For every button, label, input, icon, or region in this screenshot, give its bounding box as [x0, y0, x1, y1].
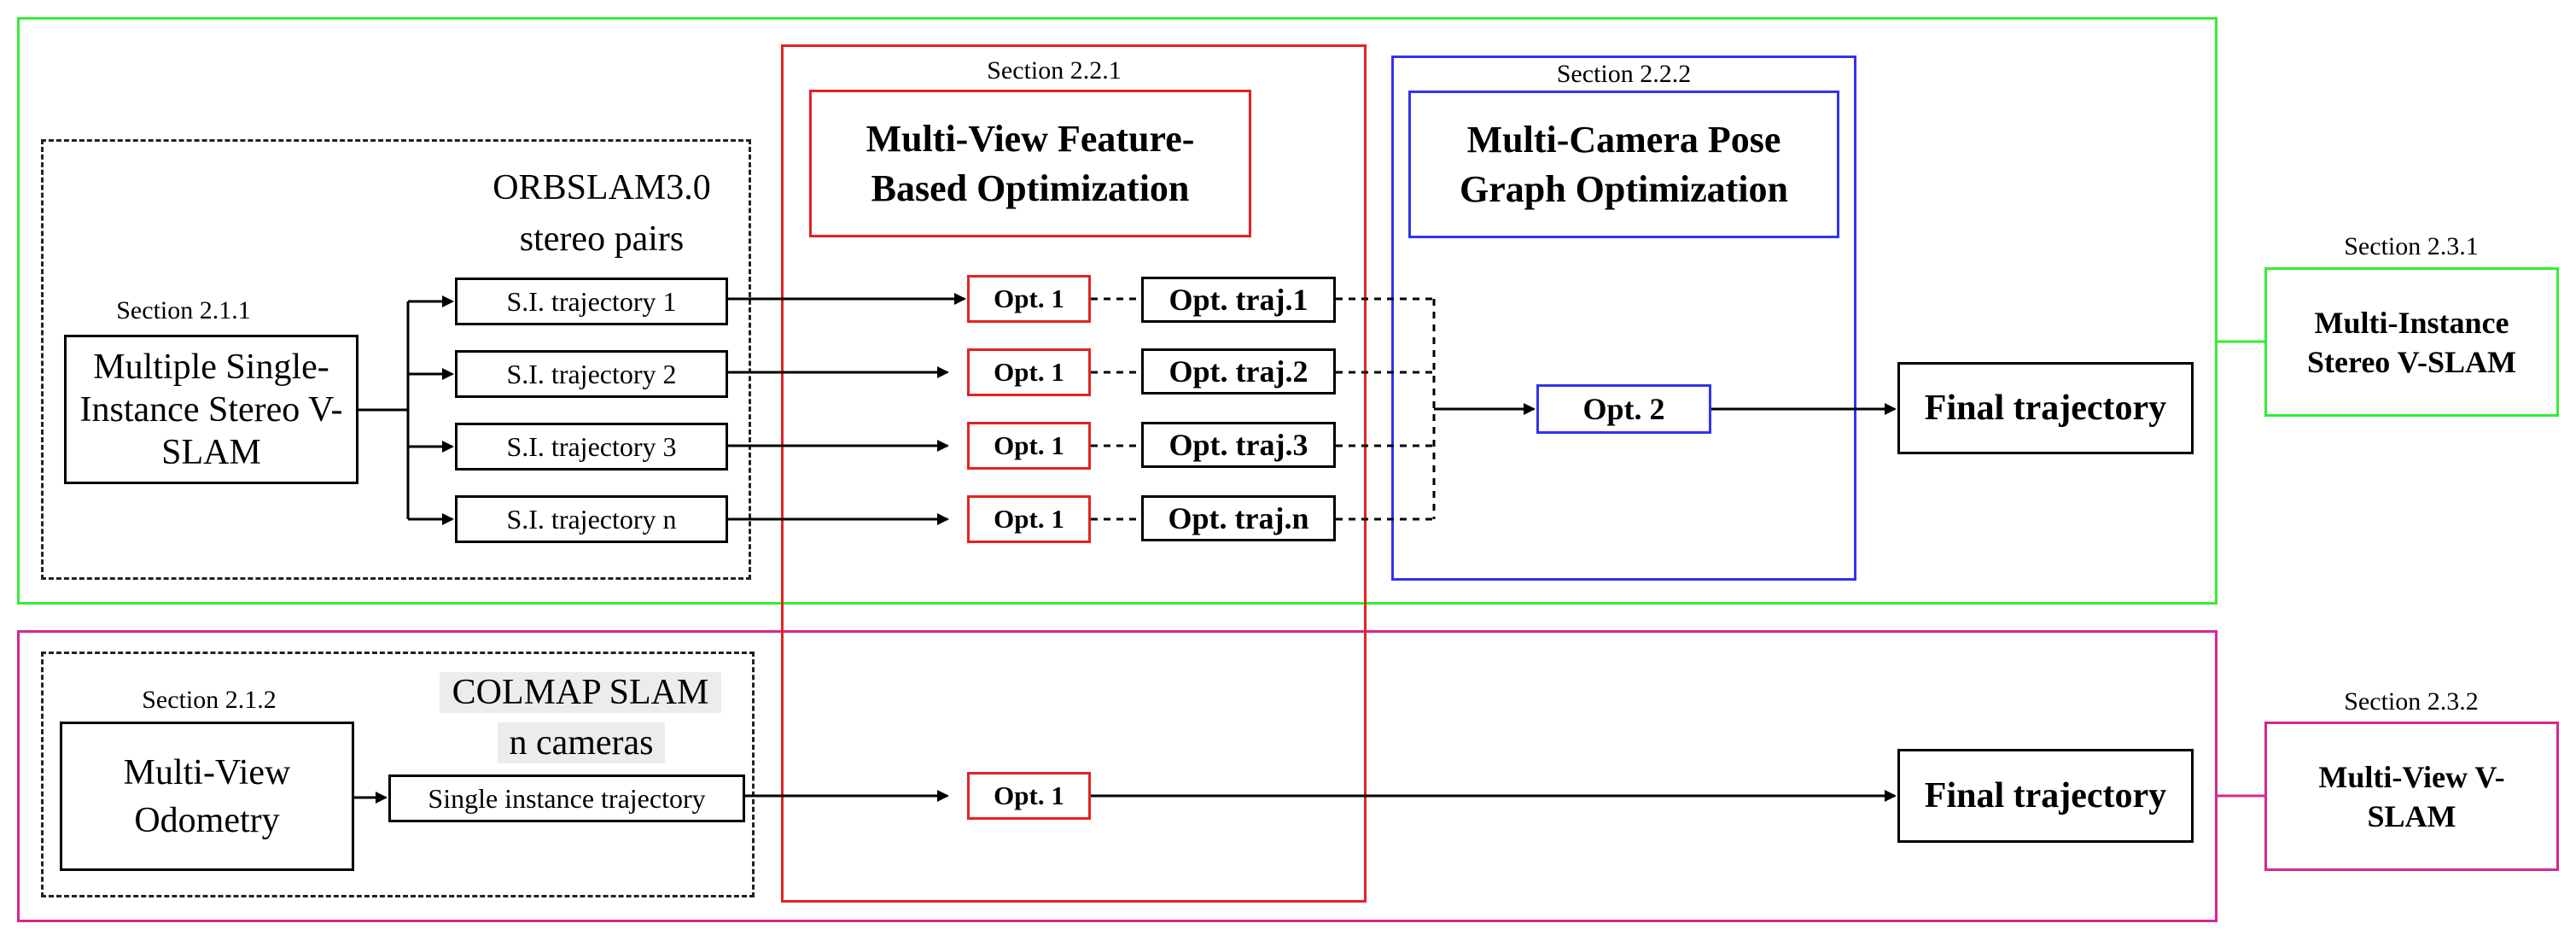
- opt-traj-1: Opt. traj.1: [1141, 277, 1336, 323]
- final-trajectory-bottom: Final trajectory: [1897, 749, 2194, 843]
- multi-view-vslam-label: Multi-View V-SLAM: [2318, 759, 2505, 833]
- final-trajectory-top: Final trajectory: [1897, 362, 2194, 454]
- opt1-label-2: Opt. 1: [994, 357, 1064, 387]
- opt-traj-n-label: Opt. traj.n: [1168, 501, 1309, 535]
- opt1-box-n: Opt. 1: [967, 495, 1091, 543]
- final-trajectory-bottom-label: Final trajectory: [1924, 776, 2167, 815]
- si-trajectory-n: S.I. trajectory n: [455, 495, 728, 543]
- opt1-box-3: Opt. 1: [967, 422, 1091, 470]
- section-232-label: Section 2.3.2: [2344, 687, 2479, 716]
- orbslam-subtitle: stereo pairs: [519, 219, 685, 259]
- multi-view-odometry-box: Multi-View Odometry: [60, 722, 354, 871]
- opt1-label-bottom: Opt. 1: [994, 780, 1064, 810]
- feature-optimization-frame: [781, 44, 1367, 903]
- multi-view-odometry-label: Multi-View Odometry: [123, 752, 291, 840]
- si-trajectory-3: S.I. trajectory 3: [455, 423, 728, 470]
- single-instance-stereo-label: Multiple Single-Instance Stereo V-SLAM: [79, 347, 343, 472]
- opt1-label-n: Opt. 1: [994, 504, 1064, 534]
- final-trajectory-top-label: Final trajectory: [1924, 389, 2167, 428]
- single-instance-stereo-box: Multiple Single-Instance Stereo V-SLAM: [64, 335, 358, 484]
- multi-view-frame: [17, 630, 2218, 922]
- opt2-label: Opt. 2: [1582, 392, 1665, 426]
- opt1-label-3: Opt. 1: [994, 430, 1064, 460]
- opt-traj-2-label: Opt. traj.2: [1169, 354, 1308, 389]
- opt1-box-2: Opt. 1: [967, 348, 1091, 396]
- opt1-box-1: Opt. 1: [967, 275, 1091, 323]
- opt-traj-2: Opt. traj.2: [1141, 348, 1336, 395]
- opt-traj-1-label: Opt. traj.1: [1169, 283, 1308, 317]
- colmap-group: [41, 652, 755, 897]
- section-211-label: Section 2.1.1: [116, 296, 251, 324]
- si-trajectory-2-label: S.I. trajectory 2: [506, 358, 677, 389]
- opt1-label-1: Opt. 1: [994, 283, 1064, 313]
- multi-instance-stereo-frame: [17, 17, 2218, 605]
- opt-traj-3: Opt. traj.3: [1141, 422, 1336, 468]
- section-221-label: Section 2.2.1: [987, 56, 1122, 85]
- feature-optimization-title: Multi-View Feature-Based Optimization: [865, 117, 1195, 209]
- colmap-title: COLMAP SLAM: [440, 672, 721, 713]
- section-222-label: Section 2.2.2: [1556, 60, 1692, 88]
- multi-instance-stereo-vslam-box: Multi-Instance Stereo V-SLAM: [2264, 267, 2559, 417]
- single-instance-trajectory-label: Single instance trajectory: [428, 782, 706, 814]
- pose-graph-title: Multi-Camera Pose Graph Optimization: [1459, 118, 1789, 210]
- orbslam-group: [41, 139, 751, 580]
- orbslam-title: ORBSLAM3.0: [492, 168, 711, 207]
- si-trajectory-n-label: S.I. trajectory n: [506, 503, 677, 535]
- si-trajectory-1-label: S.I. trajectory 1: [506, 285, 677, 317]
- section-212-label: Section 2.1.2: [142, 686, 277, 714]
- section-231-label: Section 2.3.1: [2344, 232, 2479, 260]
- opt-traj-3-label: Opt. traj.3: [1169, 428, 1308, 462]
- si-trajectory-3-label: S.I. trajectory 3: [506, 430, 677, 462]
- multi-view-vslam-box: Multi-View V-SLAM: [2264, 722, 2559, 871]
- si-trajectory-2: S.I. trajectory 2: [455, 350, 728, 398]
- opt-traj-n: Opt. traj.n: [1141, 495, 1336, 541]
- opt1-box-bottom: Opt. 1: [967, 772, 1091, 820]
- colmap-subtitle: n cameras: [498, 722, 665, 763]
- feature-optimization-title-box: Multi-View Feature-Based Optimization: [809, 90, 1251, 237]
- multi-instance-stereo-vslam-label: Multi-Instance Stereo V-SLAM: [2307, 305, 2516, 379]
- si-trajectory-1: S.I. trajectory 1: [455, 278, 728, 325]
- single-instance-trajectory-box: Single instance trajectory: [388, 774, 745, 822]
- opt2-box: Opt. 2: [1536, 384, 1711, 434]
- pose-graph-frame: [1391, 56, 1856, 581]
- pose-graph-title-box: Multi-Camera Pose Graph Optimization: [1408, 91, 1839, 238]
